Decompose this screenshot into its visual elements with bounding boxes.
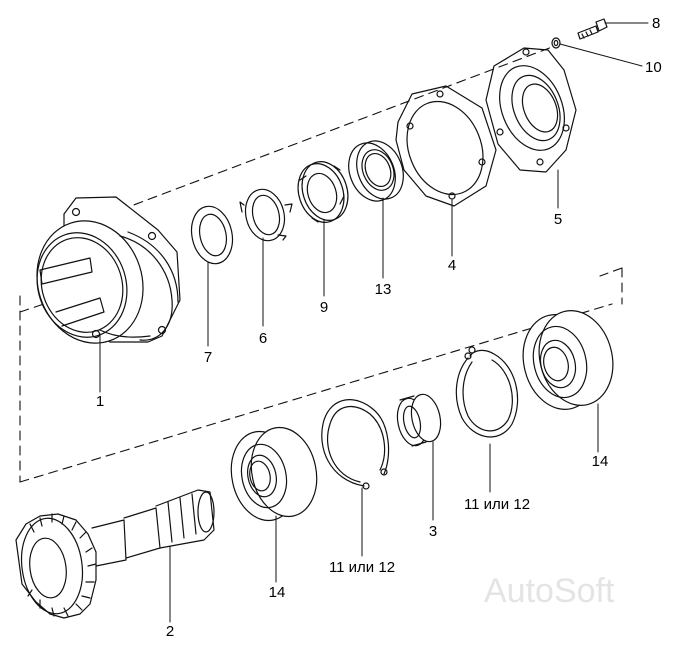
gasket-part-4 xyxy=(394,86,497,206)
bevel-pinion-shaft-part-2 xyxy=(16,490,214,618)
snap-ring-upper-part-11 xyxy=(456,347,517,437)
callout-7: 7 xyxy=(204,349,212,366)
assembly-axis-lines xyxy=(19,43,623,483)
flange-cover-part-5 xyxy=(486,48,576,172)
seal-part-13 xyxy=(340,134,411,208)
callout-6: 6 xyxy=(259,330,267,347)
small-washer-part-10 xyxy=(552,38,560,48)
washer-part-7 xyxy=(186,202,237,267)
callout-labels: 1 7 6 9 13 4 5 8 10 11 или 12 3 11 или 1… xyxy=(96,15,662,640)
housing-part-1 xyxy=(21,197,180,357)
watermark: AutoSoft xyxy=(484,572,615,610)
callout-9: 9 xyxy=(320,299,328,316)
callout-14-upper: 14 xyxy=(592,453,609,470)
spacer-ring-part-3 xyxy=(393,392,444,449)
callout-4: 4 xyxy=(448,257,456,274)
bearing-lower-part-14 xyxy=(223,421,324,526)
callout-5: 5 xyxy=(554,211,562,228)
bearing-upper-part-14 xyxy=(513,303,622,418)
callout-13: 13 xyxy=(375,281,392,298)
callout-1: 1 xyxy=(96,393,104,410)
callout-11-or-12-lower: 11 или 12 xyxy=(329,559,395,576)
bolt-part-8 xyxy=(578,19,607,39)
callout-11-or-12-upper: 11 или 12 xyxy=(464,496,530,513)
slotted-nut-part-9 xyxy=(291,156,355,229)
snap-ring-lower-part-11 xyxy=(322,400,389,489)
callout-8: 8 xyxy=(652,15,660,32)
callout-14-lower: 14 xyxy=(269,584,286,601)
callout-2: 2 xyxy=(166,623,174,640)
lock-washer-part-6 xyxy=(240,185,292,245)
callout-10: 10 xyxy=(645,59,662,76)
leader-lines xyxy=(99,22,649,623)
callout-3: 3 xyxy=(429,523,437,540)
